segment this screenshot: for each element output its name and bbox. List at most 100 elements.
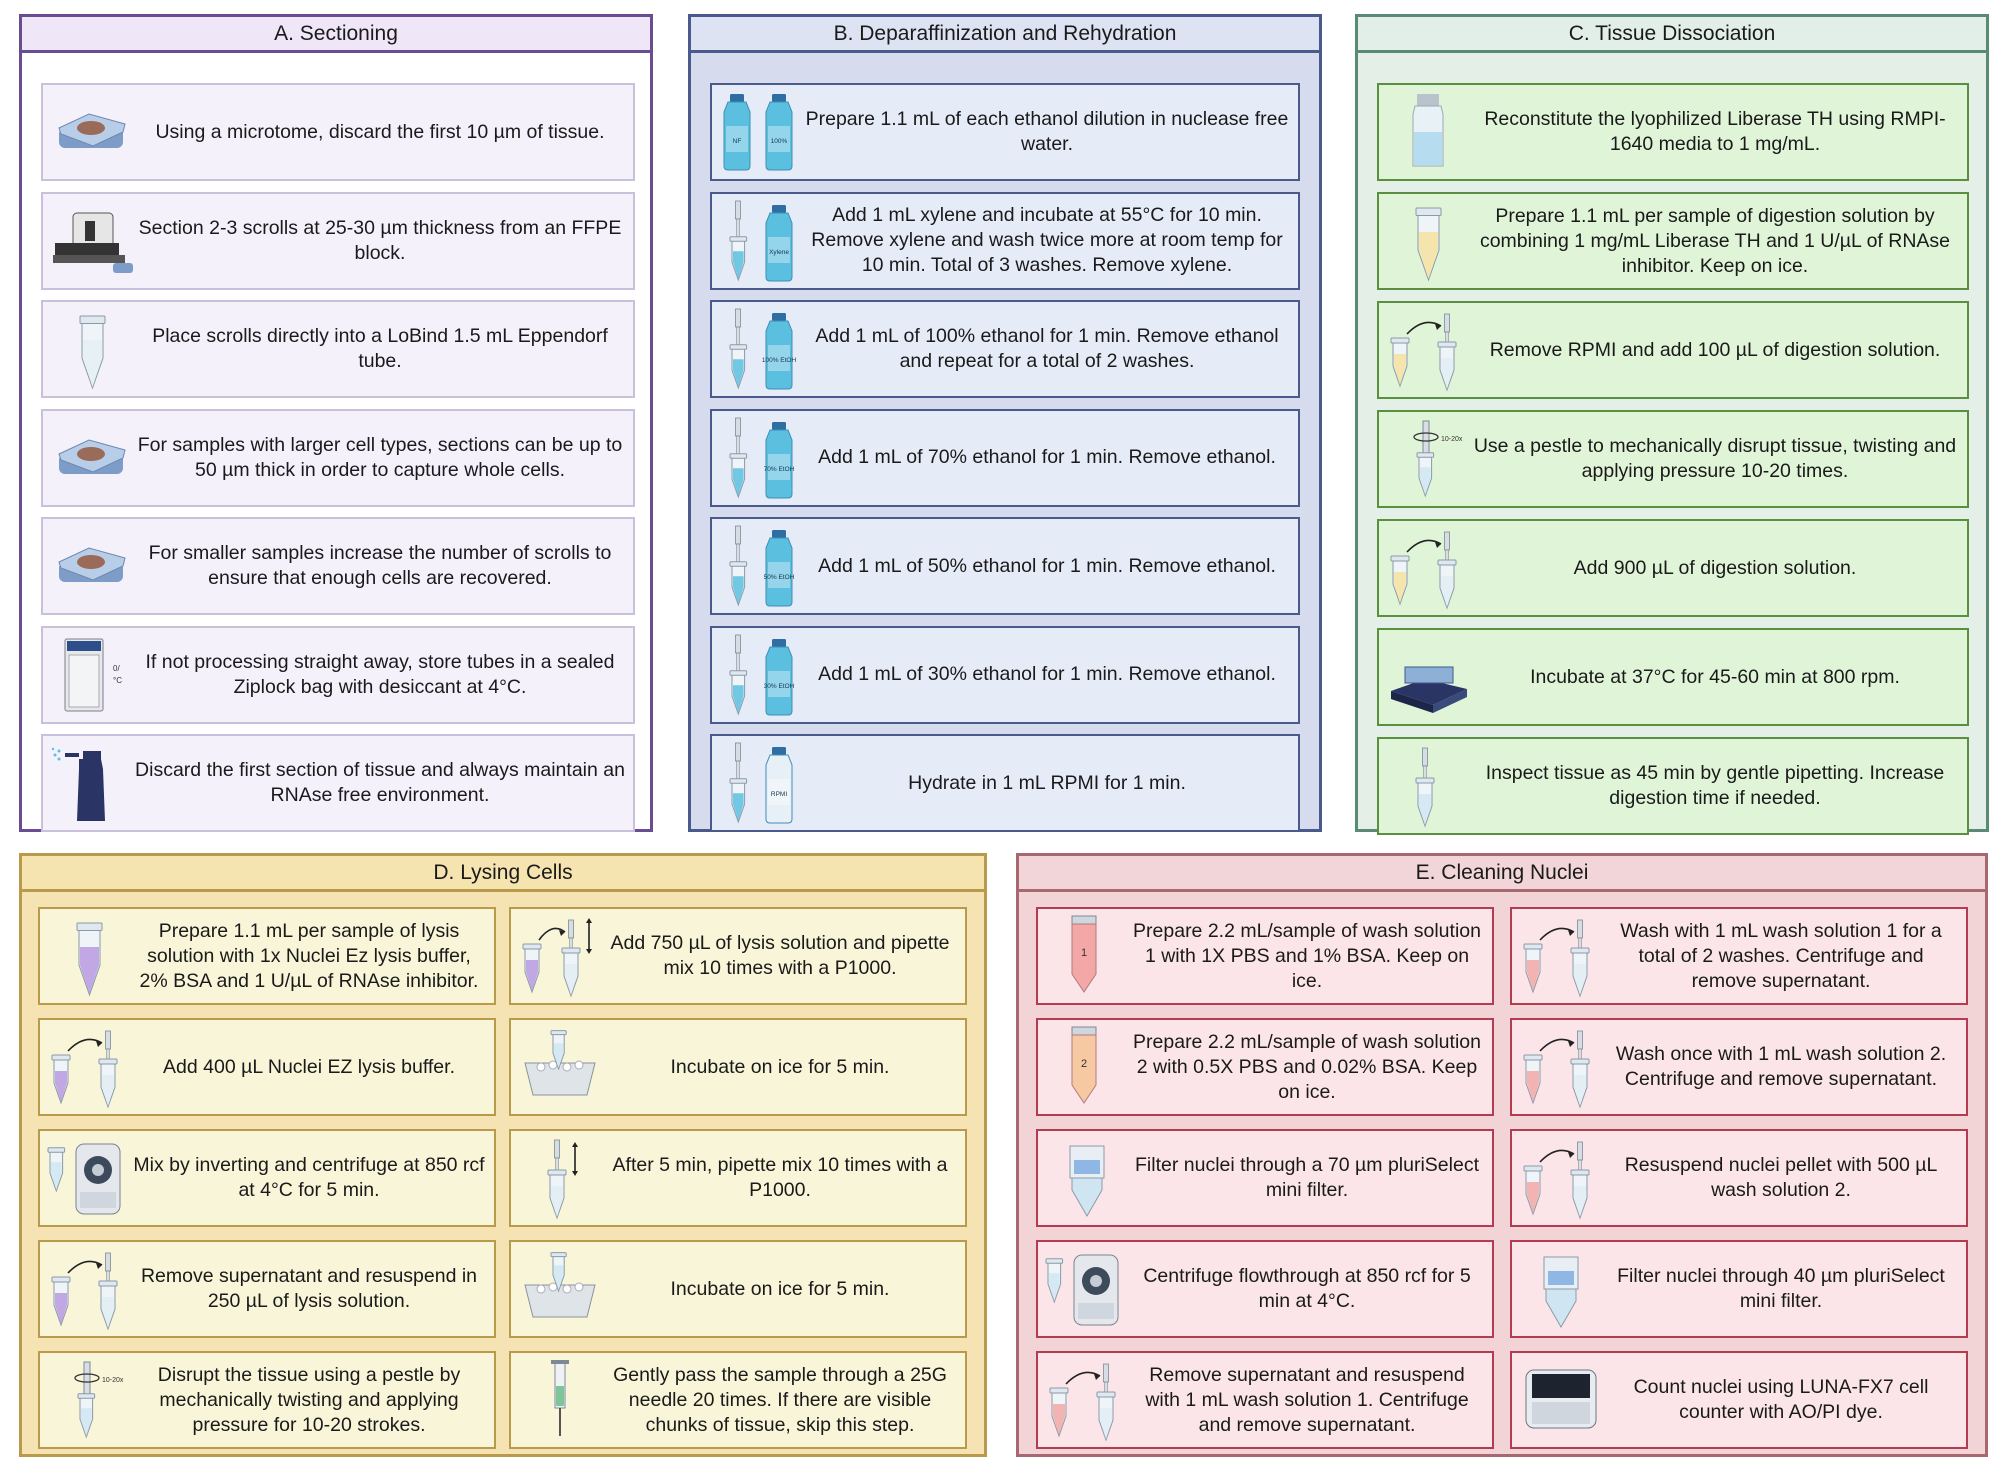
pipette-bottle-icon: Xylene bbox=[718, 198, 804, 284]
panel-body: Reconstitute the lyophilized Liberase TH… bbox=[1358, 53, 1986, 835]
step-text: After 5 min, pipette mix 10 times with a… bbox=[612, 1154, 948, 1201]
step-text: Prepare 1.1 mL of each ethanol dilution … bbox=[805, 108, 1289, 155]
step-text: Incubate on ice for 5 min. bbox=[670, 1055, 890, 1078]
step-card: Remove RPMI and add 100 µL of digestion … bbox=[1377, 301, 1969, 399]
step-card: 70% EtOH Add 1 mL of 70% ethanol for 1 m… bbox=[710, 408, 1300, 507]
svg-text:°C: °C bbox=[113, 676, 122, 685]
step-card: 50% EtOH Add 1 mL of 50% ethanol for 1 m… bbox=[710, 517, 1300, 615]
step-card: NF 100% Prepare 1.1 mL of each ethanol d… bbox=[710, 83, 1300, 181]
step-text: Mix by inverting and centrifuge at 850 r… bbox=[133, 1154, 485, 1201]
svg-text:10-20x: 10-20x bbox=[102, 1377, 124, 1384]
panel-body: Using a microtome, discard the first 10 … bbox=[22, 53, 650, 832]
transfer-mix-icon bbox=[517, 913, 603, 999]
step-text: Inspect tissue as 45 min by gentle pipet… bbox=[1485, 762, 1945, 809]
svg-text:70% EtOH: 70% EtOH bbox=[764, 466, 795, 473]
eppendorf-tube-icon bbox=[46, 913, 132, 999]
pipette-bottle-icon: RPMI bbox=[718, 740, 804, 826]
step-card: Incubate at 37°C for 45-60 min at 800 rp… bbox=[1377, 628, 1969, 726]
step-card: Gently pass the sample through a 25G nee… bbox=[509, 1351, 967, 1449]
panel-title: E. Cleaning Nuclei bbox=[1019, 856, 1985, 892]
filter-tube-icon bbox=[1518, 1246, 1604, 1332]
step-text: Remove supernatant and resuspend in 250 … bbox=[140, 1265, 478, 1312]
tissue-block-icon bbox=[49, 89, 135, 175]
step-text: Prepare 1.1 mL per sample of lysis solut… bbox=[139, 919, 479, 992]
panel-sectioning: A. Sectioning Using a microtome, discard… bbox=[19, 14, 653, 832]
pipette-bottle-icon: 70% EtOH bbox=[718, 415, 804, 501]
step-text: Section 2-3 scrolls at 25-30 µm thicknes… bbox=[138, 216, 622, 264]
spray-bottle-icon bbox=[49, 740, 135, 826]
step-text: For samples with larger cell types, sect… bbox=[137, 433, 623, 481]
step-card: Filter nuclei through 40 µm pluriSelect … bbox=[1510, 1240, 1968, 1338]
step-text: Centrifuge flowthrough at 850 rcf for 5 … bbox=[1143, 1265, 1471, 1312]
step-card: Mix by inverting and centrifuge at 850 r… bbox=[38, 1129, 496, 1227]
step-text: Wash with 1 mL wash solution 1 for a tot… bbox=[1620, 919, 1942, 992]
step-text: Prepare 2.2 mL/sample of wash solution 1… bbox=[1133, 919, 1481, 992]
tissue-block-icon bbox=[49, 415, 135, 501]
step-text: Incubate at 37°C for 45-60 min at 800 rp… bbox=[1530, 665, 1900, 688]
step-card: 10-20x Disrupt the tissue using a pestle… bbox=[38, 1351, 496, 1449]
syringe-icon bbox=[517, 1357, 603, 1443]
step-text: Wash once with 1 mL wash solution 2. Cen… bbox=[1615, 1043, 1947, 1090]
pipette-bottle-icon: 50% EtOH bbox=[718, 523, 804, 609]
step-text: Add 900 µL of digestion solution. bbox=[1573, 556, 1857, 579]
panel-tissue-dissociation: C. Tissue Dissociation Reconstitute the … bbox=[1355, 14, 1989, 835]
panel-title: D. Lysing Cells bbox=[22, 856, 984, 892]
step-card: Count nuclei using LUNA-FX7 cell counter… bbox=[1510, 1351, 1968, 1449]
panel-body-left: Prepare 1.1 mL per sample of lysis solut… bbox=[22, 892, 512, 1454]
step-card: Wash with 1 mL wash solution 1 for a tot… bbox=[1510, 907, 1968, 1005]
step-card: Place scrolls directly into a LoBind 1.5… bbox=[41, 300, 635, 398]
transfer-icon bbox=[1044, 1357, 1130, 1443]
step-text: For smaller samples increase the number … bbox=[148, 542, 612, 589]
step-card: RPMI Hydrate in 1 mL RPMI for 1 min. bbox=[710, 734, 1300, 832]
step-card: Remove supernatant and resuspend with 1 … bbox=[1036, 1351, 1494, 1449]
step-card: Filter nuclei through a 70 µm pluriSelec… bbox=[1036, 1129, 1494, 1227]
svg-text:RPMI: RPMI bbox=[771, 791, 787, 798]
cell-counter-icon bbox=[1518, 1357, 1604, 1443]
step-text: Reconstitute the lyophilized Liberase TH… bbox=[1484, 108, 1946, 155]
eppendorf-tube-icon bbox=[49, 306, 135, 392]
pestle-icon: 10-20x bbox=[46, 1357, 132, 1443]
microtome-icon bbox=[49, 198, 135, 284]
thermomixer-icon bbox=[1385, 634, 1471, 720]
step-card: Centrifuge flowthrough at 850 rcf for 5 … bbox=[1036, 1240, 1494, 1338]
step-text: Gently pass the sample through a 25G nee… bbox=[613, 1363, 947, 1436]
panel-lysing-cells: D. Lysing Cells Prepare 1.1 mL per sampl… bbox=[19, 853, 987, 1457]
panel-body-right: Wash with 1 mL wash solution 1 for a tot… bbox=[1019, 892, 1985, 1454]
step-text: Remove RPMI and add 100 µL of digestion … bbox=[1489, 338, 1941, 361]
step-card: Incubate on ice for 5 min. bbox=[509, 1018, 967, 1116]
svg-text:1: 1 bbox=[1081, 947, 1087, 959]
step-text: Add 1 mL of 70% ethanol for 1 min. Remov… bbox=[818, 446, 1276, 468]
step-card: Add 900 µL of digestion solution. bbox=[1377, 519, 1969, 617]
svg-text:50% EtOH: 50% EtOH bbox=[764, 574, 795, 581]
svg-text:Xylene: Xylene bbox=[769, 249, 789, 256]
step-card: Add 400 µL Nuclei EZ lysis buffer. bbox=[38, 1018, 496, 1116]
panel-title: A. Sectioning bbox=[22, 17, 650, 53]
ice-bucket-icon bbox=[517, 1246, 603, 1332]
refrigerator-icon: 0/ °C bbox=[49, 632, 135, 718]
panel-body: NF 100% Prepare 1.1 mL of each ethanol d… bbox=[691, 53, 1319, 832]
step-text: Disrupt the tissue using a pestle by mec… bbox=[157, 1363, 461, 1436]
step-text: Place scrolls directly into a LoBind 1.5… bbox=[152, 325, 608, 372]
svg-text:0/: 0/ bbox=[113, 664, 120, 673]
pipette-mix-icon bbox=[517, 1135, 603, 1221]
step-text: Add 750 µL of lysis solution and pipette… bbox=[610, 932, 950, 979]
step-card: Reconstitute the lyophilized Liberase TH… bbox=[1377, 83, 1969, 181]
step-card: Xylene Add 1 mL xylene and incubate at 5… bbox=[710, 191, 1300, 290]
step-text: Using a microtome, discard the first 10 … bbox=[155, 120, 605, 143]
step-card: Prepare 1.1 mL per sample of digestion s… bbox=[1377, 192, 1969, 290]
eppendorf-tube-icon bbox=[1385, 198, 1471, 284]
panel-body-left: 1 Prepare 2.2 mL/sample of wash solution … bbox=[1019, 892, 1509, 1454]
two-bottles-icon: NF 100% bbox=[718, 89, 804, 175]
panel-title: B. Deparaffinization and Rehydration bbox=[691, 17, 1319, 53]
svg-text:30% EtOH: 30% EtOH bbox=[764, 683, 795, 690]
transfer-icon bbox=[1518, 913, 1604, 999]
step-card: 10-20x Use a pestle to mechanically disr… bbox=[1377, 410, 1969, 508]
step-card: Using a microtome, discard the first 10 … bbox=[41, 83, 635, 181]
centrifuge-icon bbox=[46, 1135, 132, 1221]
vial-icon bbox=[1385, 89, 1471, 175]
step-text: Add 400 µL Nuclei EZ lysis buffer. bbox=[163, 1055, 455, 1078]
transfer-icon bbox=[46, 1246, 132, 1332]
svg-text:NF: NF bbox=[733, 138, 742, 145]
filter-tube-icon bbox=[1044, 1135, 1130, 1221]
